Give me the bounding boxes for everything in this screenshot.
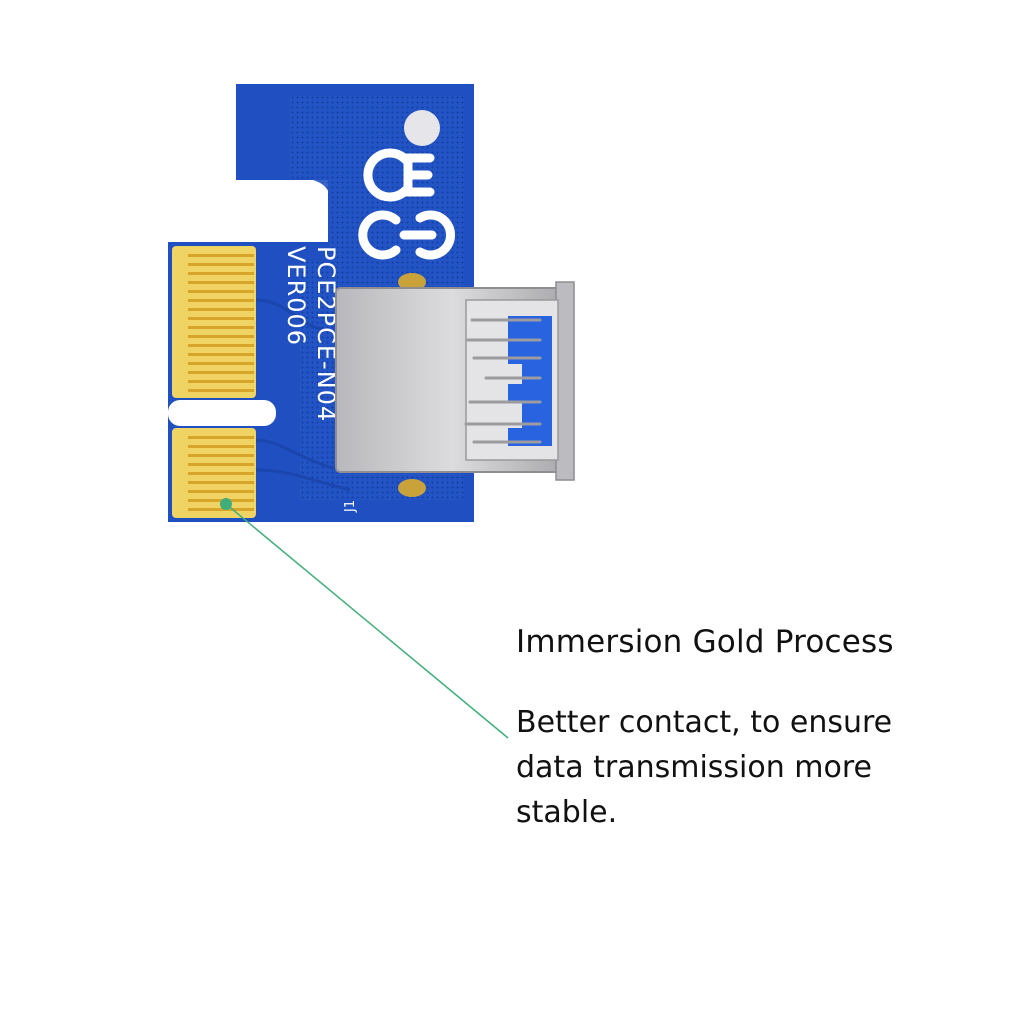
gold-finger — [188, 308, 254, 311]
gold-finger — [188, 463, 254, 466]
gold-finger — [188, 272, 254, 275]
gold-finger-contacts — [172, 246, 256, 518]
solder-pad — [398, 479, 426, 497]
gold-finger — [188, 499, 254, 502]
gold-finger — [188, 263, 254, 266]
gold-finger — [188, 326, 254, 329]
usb-tongue — [508, 316, 552, 446]
gold-finger — [188, 454, 254, 457]
gold-finger — [188, 335, 254, 338]
gold-finger — [188, 344, 254, 347]
mounting-hole — [404, 110, 440, 146]
gold-finger — [188, 299, 254, 302]
usb-port — [335, 281, 575, 481]
gold-finger — [188, 490, 254, 493]
connector-designator: J1 — [343, 500, 358, 513]
gold-finger — [188, 317, 254, 320]
callout-title: Immersion Gold Process — [516, 624, 894, 660]
gold-finger — [188, 436, 254, 439]
gold-finger — [188, 389, 254, 392]
gold-finger — [188, 380, 254, 383]
gold-finger — [188, 445, 254, 448]
gold-finger — [188, 481, 254, 484]
gold-finger — [188, 290, 254, 293]
board-marking-version: VER006 — [282, 246, 310, 346]
solder-pad — [398, 273, 426, 291]
gold-finger — [188, 472, 254, 475]
gold-finger — [188, 508, 254, 511]
ce-mark — [358, 148, 455, 260]
callout-dot — [220, 498, 232, 510]
gold-finger — [188, 281, 254, 284]
gold-finger — [188, 353, 254, 356]
callout-leader — [220, 498, 509, 739]
callout-description: Better contact, to ensure data transmiss… — [516, 705, 893, 830]
gold-finger — [188, 371, 254, 374]
gold-finger — [188, 254, 254, 257]
gold-finger — [188, 362, 254, 365]
